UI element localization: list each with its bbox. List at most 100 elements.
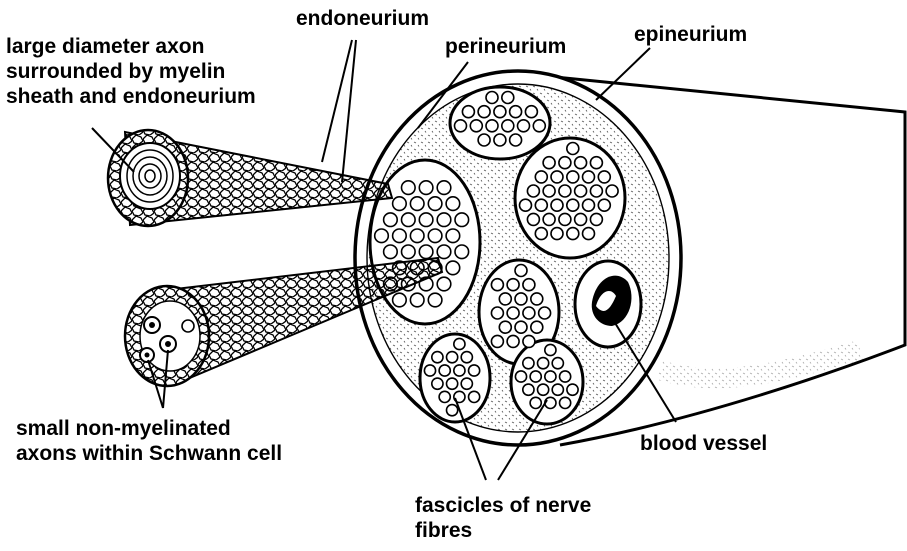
nerve-fibre: [523, 335, 535, 347]
nerve-fibre: [515, 265, 527, 277]
nerve-fibre: [527, 213, 539, 225]
nerve-fibre: [375, 229, 389, 243]
label-fascicles-line-1: fascicles of nerve: [415, 493, 591, 518]
nerve-fibre: [494, 106, 506, 118]
nerve-fibre: [447, 405, 458, 416]
nerve-fibre: [543, 157, 555, 169]
nerve-fibre: [567, 384, 578, 395]
nerve-fibre: [428, 197, 442, 211]
nerve-fibre: [494, 134, 506, 146]
nerve-fibre: [560, 397, 571, 408]
nerve-fibre: [507, 279, 519, 291]
nerve-fibre: [384, 213, 398, 227]
nerve-fibre: [469, 365, 480, 376]
label-perineurium: perineurium: [445, 34, 566, 59]
nerve-fibre: [535, 228, 547, 240]
nerve-fibre: [552, 384, 563, 395]
nerve-fibre: [384, 245, 398, 259]
nerve-fibre: [446, 197, 460, 211]
nerve-fibre: [502, 120, 514, 132]
nerve-fibre: [523, 358, 534, 369]
nerve-fibre: [575, 157, 587, 169]
nerve-fibre: [454, 365, 465, 376]
nerve-fibre: [523, 384, 534, 395]
nerve-fibre: [486, 120, 498, 132]
label-fascicles-line-2: fibres: [415, 518, 591, 543]
nerve-fibre: [419, 181, 433, 195]
nerve-fibre: [598, 171, 610, 183]
nerve-fibre: [606, 185, 618, 197]
label-large-axon-line-2: surrounded by myelin: [6, 59, 256, 84]
leader-endoneurium-2: [342, 40, 356, 182]
nerve-fibre: [446, 261, 460, 275]
nerve-fibre: [461, 352, 472, 363]
nerve-fibre: [531, 321, 543, 333]
nerve-fibre: [515, 321, 527, 333]
nerve-fibre: [559, 213, 571, 225]
nerve-fibre: [545, 397, 556, 408]
nerve-fibre: [446, 229, 460, 243]
nerve-fibre: [447, 378, 458, 389]
nerve-fibre: [437, 181, 451, 195]
large-axon-cone: [108, 130, 392, 226]
nerve-fibre: [502, 92, 514, 104]
nerve-fibre: [590, 213, 602, 225]
label-fascicles: fascicles of nerve fibres: [415, 493, 591, 543]
nerve-fibre: [393, 197, 407, 211]
nerve-fibre: [454, 338, 465, 349]
nerve-fibre: [527, 185, 539, 197]
nerve-fibre: [552, 358, 563, 369]
label-endoneurium: endoneurium: [296, 6, 429, 31]
nerve-fibre: [567, 228, 579, 240]
nerve-fibre: [551, 199, 563, 211]
nerve-fibre: [515, 371, 526, 382]
nerve-fibre: [567, 171, 579, 183]
label-blood-vessel: blood vessel: [640, 431, 767, 456]
nerve-fibre: [523, 279, 535, 291]
nerve-fibre: [437, 213, 451, 227]
nerve-fibre: [428, 293, 442, 307]
nerve-fibre: [419, 213, 433, 227]
nerve-fibre: [393, 293, 407, 307]
nerve-fibre: [590, 185, 602, 197]
nerve-fibre: [515, 293, 527, 305]
nerve-fibre: [525, 106, 537, 118]
label-epineurium: epineurium: [634, 22, 747, 47]
nerve-fibre: [567, 143, 579, 155]
nerve-fibre: [437, 245, 451, 259]
label-small-axons-line-2: axons within Schwann cell: [16, 441, 282, 466]
nerve-fibre: [598, 199, 610, 211]
nerve-fibre: [439, 391, 450, 402]
nerve-fibre: [491, 307, 503, 319]
nerve-fibre: [410, 293, 424, 307]
nerve-fibre: [402, 245, 416, 259]
nerve-fibre: [437, 277, 451, 291]
nerve-fibre: [470, 120, 482, 132]
fascicle-upper-right: [515, 138, 625, 258]
nerve-fibre: [393, 229, 407, 243]
nerve-fibre: [432, 352, 443, 363]
nerve-fibre: [551, 228, 563, 240]
nerve-fibre: [439, 365, 450, 376]
nerve-fibre: [510, 134, 522, 146]
label-small-axons-line-1: small non-myelinated: [16, 416, 282, 441]
nerve-fibre: [551, 171, 563, 183]
nerve-fibre: [559, 185, 571, 197]
nerve-fibre: [543, 213, 555, 225]
nerve-fibre: [499, 293, 511, 305]
nerve-fibre: [575, 185, 587, 197]
nerve-fibre: [545, 371, 556, 382]
nerve-fibre: [535, 171, 547, 183]
leader-endoneurium-1: [322, 40, 352, 162]
blood-vessel: [575, 261, 641, 347]
nerve-fibre: [455, 245, 469, 259]
nerve-fibre: [419, 245, 433, 259]
nerve-fibre: [455, 120, 467, 132]
nerve-fibre: [520, 199, 532, 211]
label-large-axon-line-3: sheath and endoneurium: [6, 84, 256, 109]
label-small-axons: small non-myelinated axons within Schwan…: [16, 416, 282, 466]
label-large-axon: large diameter axon surrounded by myelin…: [6, 34, 256, 109]
nerve-fibre: [538, 384, 549, 395]
nerve-fibre: [462, 106, 474, 118]
